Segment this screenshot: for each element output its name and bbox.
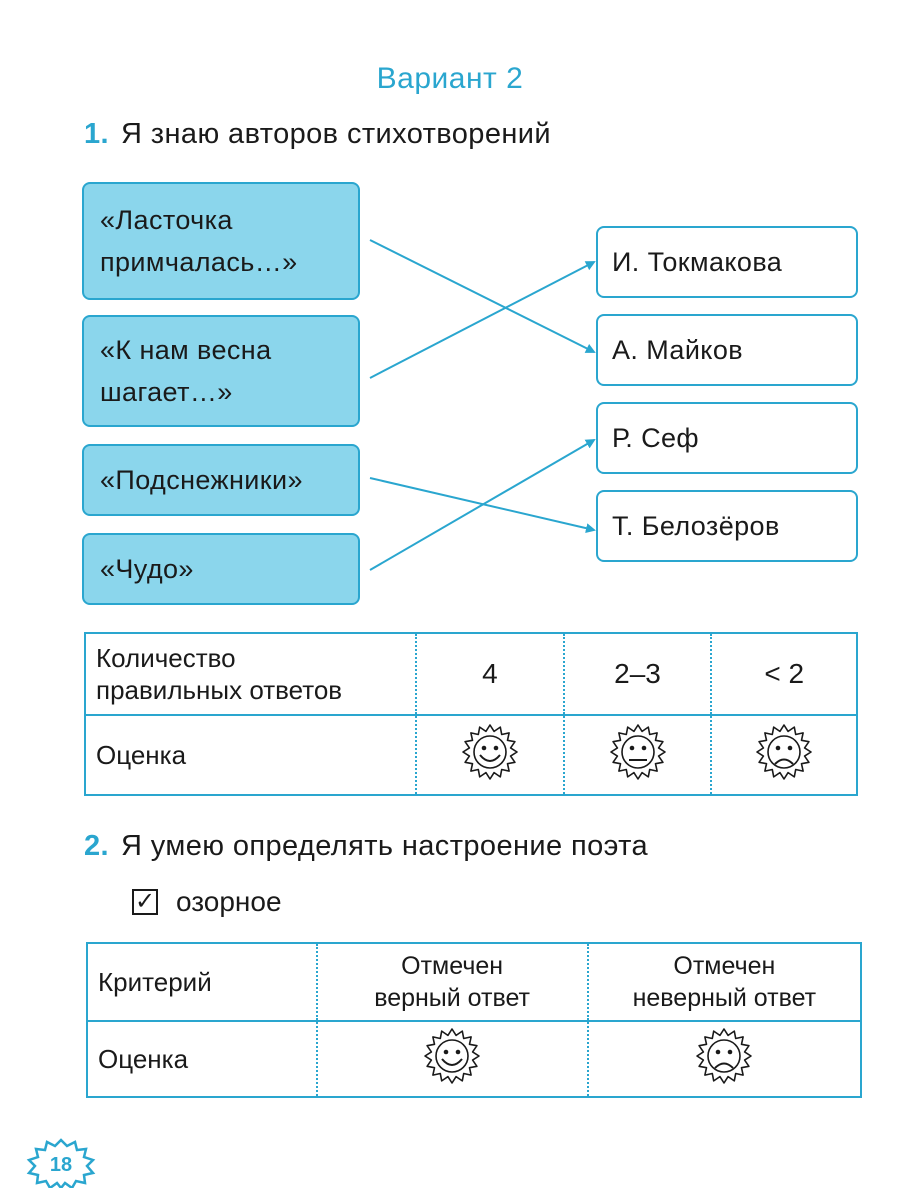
criterion-line: Отмечен [401, 952, 504, 980]
badge-shape [26, 1138, 96, 1188]
sad-sun-icon [754, 723, 814, 788]
task1-title: Я знаю авторов стихотворений [121, 118, 551, 150]
mood-checkbox[interactable]: ✓ [132, 889, 158, 915]
poem-title-line: примчалась…» [100, 247, 298, 277]
score-table-label-count: Количество правильных ответов [85, 633, 417, 716]
poem-box-podsnezhniki[interactable]: «Подснежники» [82, 444, 360, 516]
poem-box-chudo[interactable]: «Чудо» [82, 533, 360, 605]
variant-title: Вариант 2 [376, 62, 524, 95]
criterion-correct: Отмечен верный ответ [315, 943, 588, 1022]
grade-cell-2 [562, 715, 712, 795]
poem-title-line: «Чудо» [100, 554, 194, 584]
author-box-sef[interactable]: Р. Сеф [596, 402, 858, 474]
poem-title-line: «Подснежники» [100, 465, 303, 495]
happy-sun-icon [422, 1027, 482, 1092]
sad-sun-icon [694, 1027, 754, 1092]
grade-cell-incorrect [586, 1021, 861, 1097]
author-box-maykov[interactable]: А. Майков [596, 314, 858, 386]
task2-heading: 2. Я умею определять настроение поэта [84, 830, 648, 863]
author-box-tokmakova[interactable]: И. Токмакова [596, 226, 858, 298]
criterion-line: верный ответ [374, 984, 531, 1012]
grade-cell-correct [315, 1021, 588, 1097]
happy-sun-icon [460, 723, 520, 788]
page-number: 18 [50, 1154, 72, 1176]
score-table-label-grade: Оценка [96, 740, 187, 770]
poem-box-k-nam-vesna[interactable]: «К нам весна шагает…» [82, 315, 360, 427]
score-value-2-3: 2–3 [562, 633, 712, 716]
criterion-incorrect: Отмечен неверный ответ [586, 943, 861, 1022]
task1-score-table: Количество правильных ответов 4 2–3 < 2 … [84, 632, 858, 796]
poem-box-lastochka[interactable]: «Ласточка примчалась…» [82, 182, 360, 300]
score-value-less-2: < 2 [710, 633, 857, 716]
criterion-line: неверный ответ [632, 984, 817, 1012]
match-line [369, 438, 596, 571]
task1-heading: 1. Я знаю авторов стихотворений [84, 118, 551, 151]
criterion-line: Отмечен [673, 952, 776, 980]
score-label-line: правильных ответов [96, 675, 343, 705]
grade-label: Оценка [98, 1044, 189, 1074]
page-number-badge: 18 [26, 1138, 96, 1188]
score-value-4: 4 [415, 633, 564, 716]
task2-number: 2. [84, 830, 109, 862]
match-line [369, 239, 596, 353]
mood-option-label: озорное [176, 886, 282, 917]
poem-title-line: «К нам весна [100, 335, 272, 365]
neutral-sun-icon [608, 723, 668, 788]
match-line [369, 261, 596, 379]
score-label-line: Количество [96, 643, 236, 673]
mood-option: ✓ озорное [132, 886, 282, 918]
criterion-label: Критерий [87, 943, 317, 1022]
task2-score-table: Критерий Отмечен верный ответ Отмечен не… [86, 942, 862, 1098]
grade-cell-3 [710, 715, 857, 795]
author-box-belozerov[interactable]: Т. Белозёров [596, 490, 858, 562]
poem-title-line: шагает…» [100, 377, 233, 407]
task2-title: Я умею определять настроение поэта [121, 830, 649, 862]
poem-title-line: «Ласточка [100, 205, 233, 235]
grade-cell-1 [415, 715, 564, 795]
task1-number: 1. [84, 118, 109, 150]
